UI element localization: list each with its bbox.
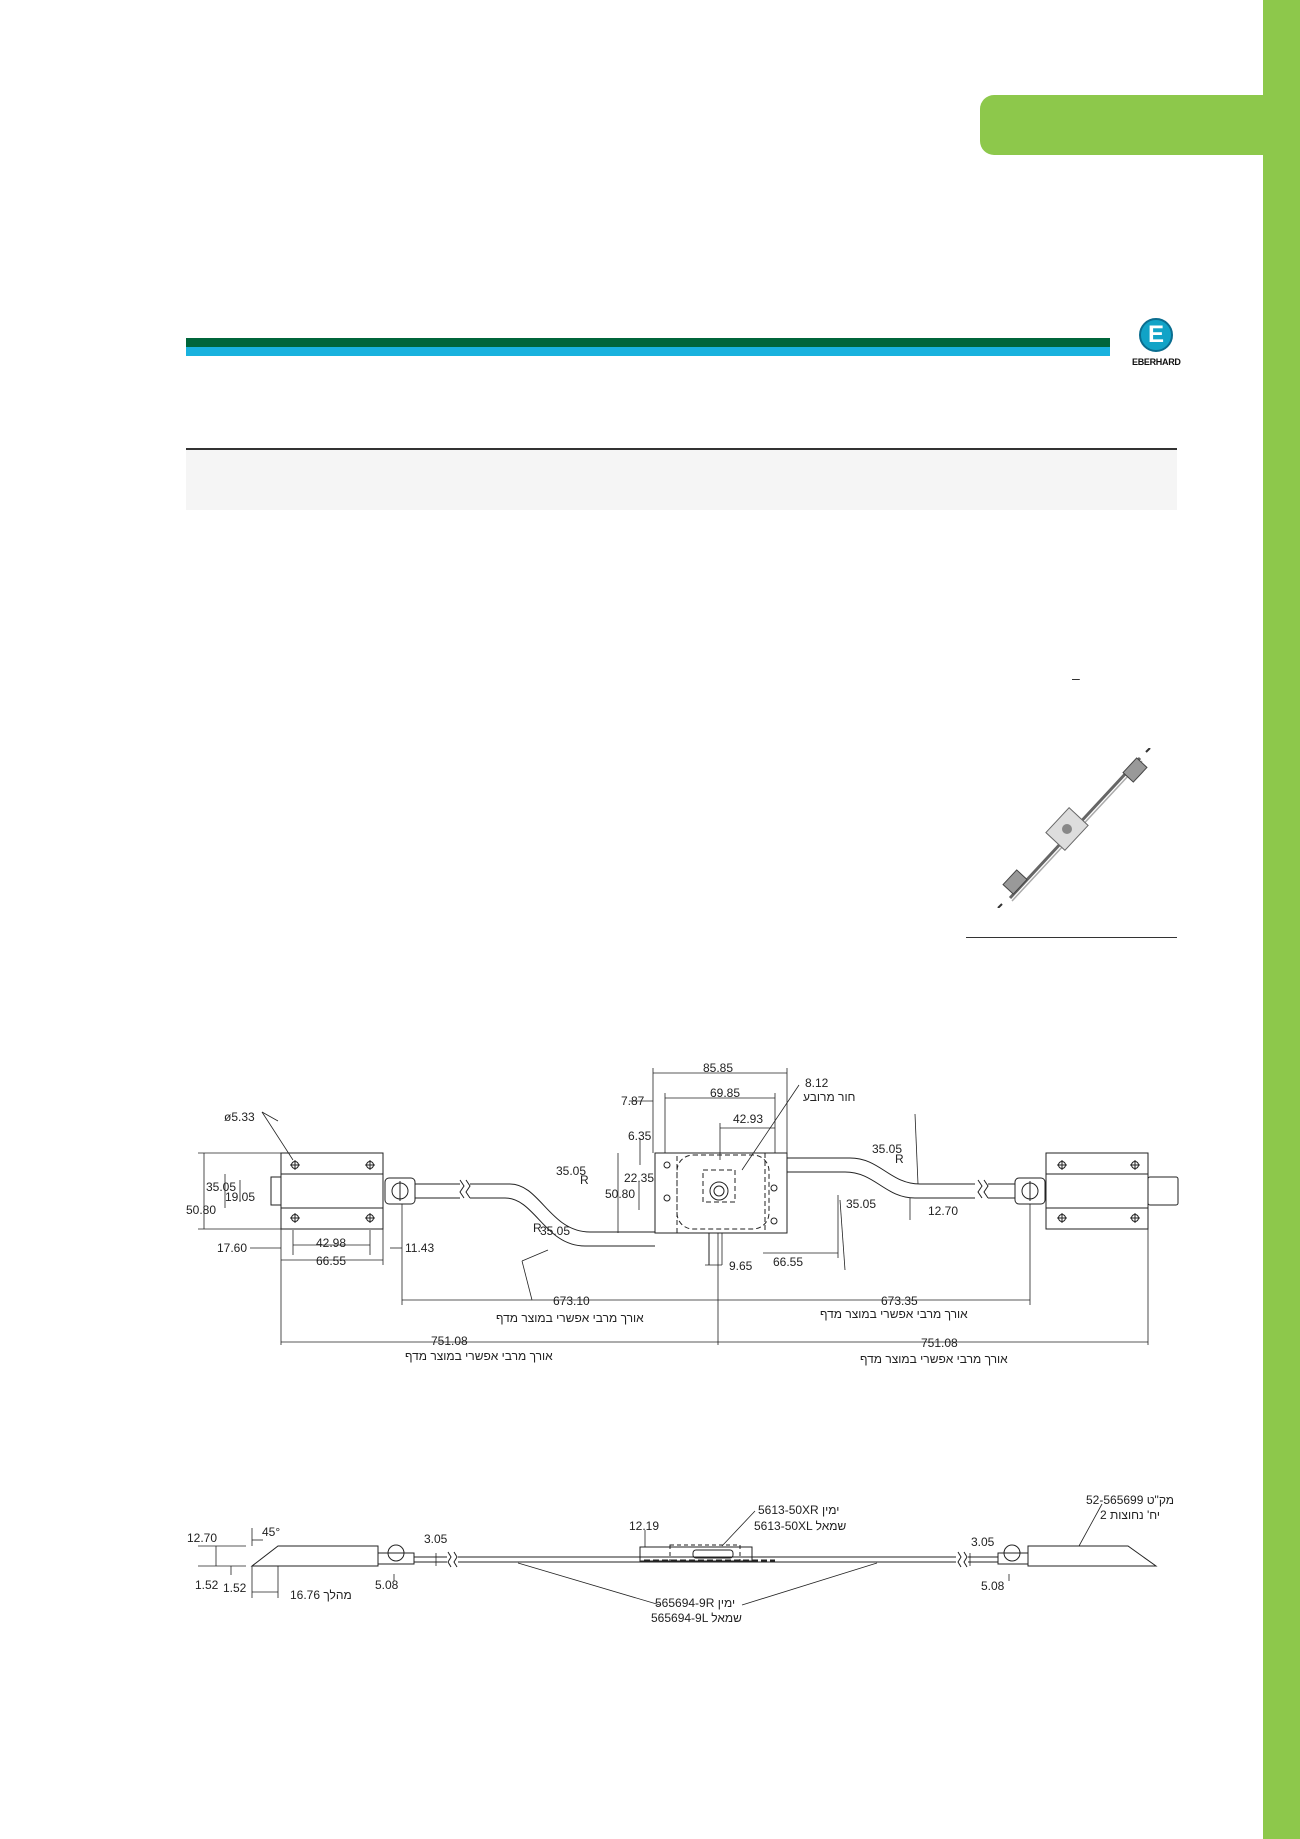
- dim-50-80-left: 50.80: [186, 1203, 216, 1217]
- dim-dia-5-33: ø5.33: [224, 1110, 255, 1124]
- top-view-drawing: [198, 1068, 1179, 1345]
- dim-3-05-right: 3.05: [971, 1535, 995, 1549]
- dim-radius-right-top: 35.05: [872, 1142, 902, 1156]
- note-max-length-a: אורך מרבי אפשרי במוצר מדף: [496, 1311, 644, 1325]
- dim-6-35: 6.35: [628, 1129, 652, 1143]
- dim-9-65: 9.65: [729, 1259, 753, 1273]
- dim-5-08-left: 5.08: [375, 1578, 399, 1592]
- radius-mark-low: R: [533, 1221, 542, 1235]
- part-left-hand: 5613-50XL שמאל: [754, 1519, 847, 1533]
- dim-17-60: 17.60: [217, 1241, 247, 1255]
- dim-5-08-right: 5.08: [981, 1579, 1005, 1593]
- dim-1-52-a: 1.52: [195, 1578, 219, 1592]
- dim-12-70: 12.70: [928, 1204, 958, 1218]
- right-latch-side: [997, 1544, 1158, 1567]
- dim-673-35: 673.35: [881, 1294, 918, 1308]
- photo-caption-rule: [966, 937, 1177, 938]
- dim-19-05: 19.05: [225, 1190, 255, 1204]
- header-band-dark: [186, 338, 1110, 347]
- dim-3-05-left: 3.05: [424, 1532, 448, 1546]
- logo-letter: E: [1147, 321, 1164, 348]
- dim-673-10: 673.10: [553, 1294, 590, 1308]
- top-dimension-lines: [198, 1068, 1149, 1345]
- radius-mark-right: R: [895, 1152, 904, 1166]
- note-max-length-d: אורך מרבי אפשרי במוצר מדף: [860, 1352, 1008, 1366]
- part-right-hand: 5613-50XR ימין: [758, 1503, 839, 1517]
- dim-50-80-mid: 50.80: [605, 1187, 635, 1201]
- label-square-hole: חור מרובע: [803, 1090, 855, 1104]
- right-latch-block: [1014, 1152, 1179, 1230]
- center-lock-body: [654, 1152, 788, 1265]
- dim-66-55-left: 66.55: [316, 1254, 346, 1268]
- dim-radius-low: 35.05: [540, 1224, 570, 1238]
- logo-wordmark: EBERHARD: [1132, 357, 1181, 367]
- dim-66-55-right: 66.55: [773, 1255, 803, 1269]
- header-band-light: [186, 347, 1110, 356]
- dim-8-12: 8.12: [805, 1076, 829, 1090]
- radius-mark-mid: R: [580, 1173, 589, 1187]
- dim-11-43: 11.43: [405, 1241, 434, 1255]
- dim-69-85: 69.85: [710, 1086, 740, 1100]
- rod-assembly-illustration: [997, 748, 1151, 908]
- dim-35-05-left: 35.05: [206, 1180, 236, 1194]
- left-latch-block: [270, 1152, 416, 1230]
- kit-units-required: 2 יח' נחוצות: [1100, 1508, 1160, 1522]
- dim-85-85: 85.85: [703, 1061, 733, 1075]
- dim-751-08-right: 751.08: [921, 1336, 958, 1350]
- dim-751-08-left: 751.08: [431, 1334, 468, 1348]
- left-latch-side: [250, 1544, 415, 1567]
- dim-22-35: 22.35: [624, 1171, 654, 1185]
- product-photo: [997, 748, 1151, 908]
- center-lock-side: [639, 1544, 775, 1563]
- eberhard-logo: E EBERHARD: [1132, 318, 1181, 374]
- rod-right-hand: 565694-9R ימין: [655, 1596, 735, 1610]
- kit-part-number: מק"ט 52-565699: [1086, 1493, 1174, 1507]
- section-rule: [186, 448, 1177, 450]
- travel-16-76: 16.76 מהלך: [290, 1588, 352, 1602]
- section-tab: [980, 95, 1280, 155]
- rod-left-hand: 565694-9L שמאל: [651, 1611, 742, 1625]
- dim-12-70-side: 12.70: [187, 1531, 217, 1545]
- side-view-drawing: [198, 1503, 1158, 1606]
- dim-1-52-b: 1.52: [223, 1581, 247, 1595]
- side-dimension-lines: [198, 1503, 1103, 1606]
- logo-emblem: [1139, 318, 1173, 352]
- dim-45-degrees: 45°: [262, 1525, 280, 1539]
- dim-42-93: 42.93: [733, 1112, 763, 1126]
- note-max-length-b: אורך מרבי אפשרי במוצר מדף: [820, 1307, 968, 1321]
- side-color-bar: [1263, 0, 1300, 1839]
- dim-radius-right-mid: 35.05: [846, 1197, 876, 1211]
- stray-dash: –: [1072, 670, 1080, 686]
- description-panel: [186, 450, 1177, 510]
- dim-12-19: 12.19: [629, 1519, 659, 1533]
- note-max-length-c: אורך מרבי אפשרי במוצר מדף: [405, 1349, 553, 1363]
- dim-7-87: 7.87: [621, 1094, 645, 1108]
- dim-42-98: 42.98: [316, 1236, 346, 1250]
- dim-radius-mid: 35.05: [556, 1164, 586, 1178]
